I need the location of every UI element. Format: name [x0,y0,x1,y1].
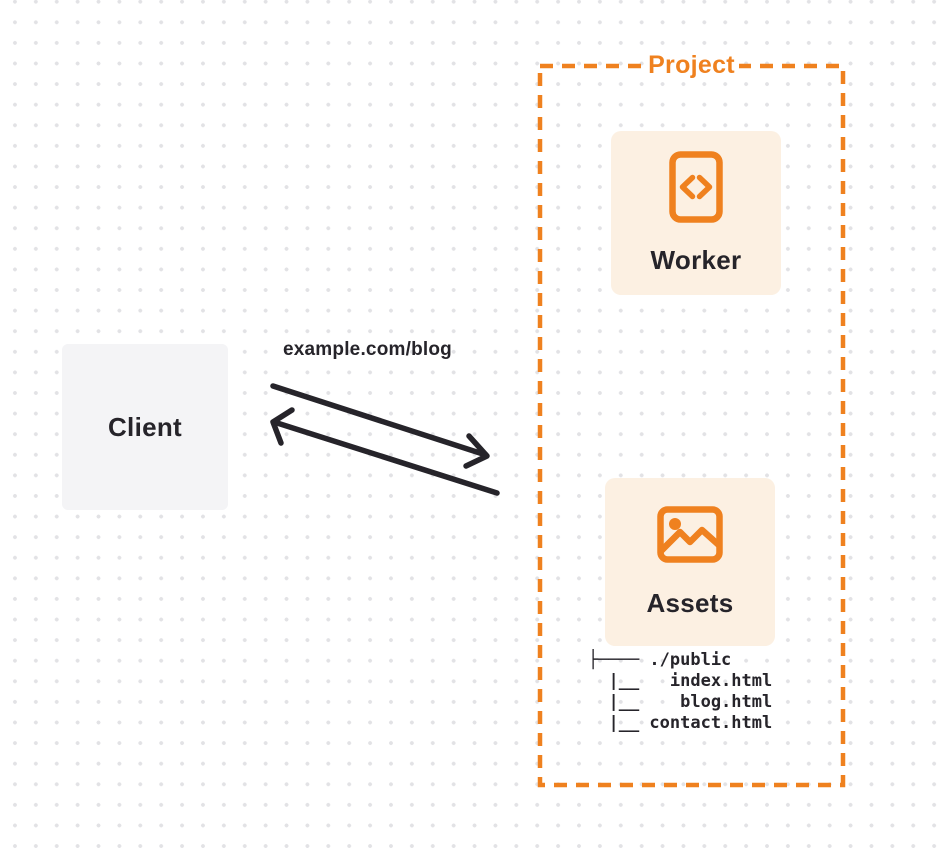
request-url-label: example.com/blog [283,339,452,360]
response-arrow [270,407,500,496]
file-tree-line: |__ index.html [588,671,773,691]
file-tree: ├──── ./public |__ index.html |__ blog.h… [588,650,772,734]
assets-node: Assets [605,478,775,646]
image-icon [657,505,723,563]
file-tree-line: |__ blog.html [588,692,773,712]
file-tree-line: ├──── ./public [588,650,732,670]
client-label: Client [107,411,183,442]
project-container: Project [540,51,843,83]
assets-label: Assets [646,587,734,618]
worker-label: Worker [650,244,742,275]
project-label: Project [644,51,739,79]
worker-node: Worker [611,131,781,295]
code-icon [669,150,723,223]
request-arrow [270,383,490,469]
client-node: Client [62,344,228,510]
file-tree-line: |__ contact.html [588,713,773,733]
